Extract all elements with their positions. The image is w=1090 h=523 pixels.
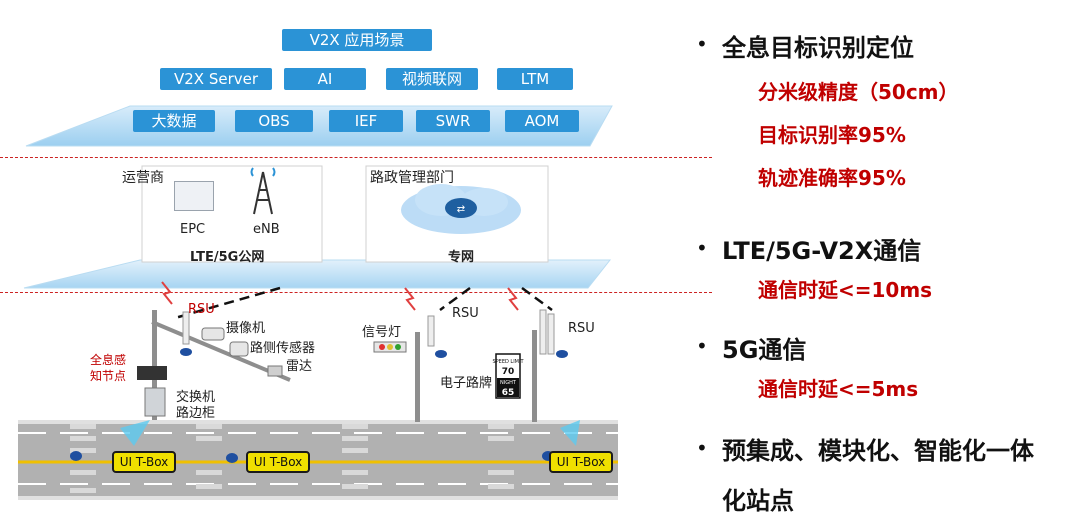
- bullet-sub-1-2: 目标识别率95%: [758, 123, 906, 147]
- bullet-dot-3: •: [696, 334, 708, 358]
- video-network-button[interactable]: 视频联网: [386, 68, 478, 90]
- cabinet-label: 路边柜: [176, 406, 216, 421]
- speed-sign-top-text: SPEED LIMIT: [492, 359, 524, 365]
- enb-label: eNB: [253, 222, 280, 237]
- private-net-label: 专网: [448, 250, 475, 265]
- camera-label: 摄像机: [226, 321, 266, 336]
- aom-button[interactable]: AOM: [505, 110, 579, 132]
- bigdata-button[interactable]: 大数据: [133, 110, 215, 132]
- operator-label: 运营商: [122, 170, 164, 186]
- bullet-sub-1-3: 轨迹准确率95%: [758, 166, 906, 190]
- holo-node-label: 全息感 知节点: [90, 353, 127, 383]
- bullet-dot-1: •: [696, 32, 708, 56]
- svg-text:⇄: ⇄: [457, 204, 465, 215]
- bullet-dot-2: •: [696, 236, 708, 260]
- bullet-dot-4: •: [696, 436, 708, 460]
- v2x-scenario-button[interactable]: V2X 应用场景: [282, 29, 432, 51]
- v2x-server-button[interactable]: V2X Server: [160, 68, 272, 90]
- road-scene: SPEED LIMIT 70 NIGHT 65: [18, 281, 618, 500]
- night-text: NIGHT: [500, 380, 517, 386]
- bullet-title-4: 预集成、模块化、智能化一体: [722, 437, 1034, 465]
- tbox-1[interactable]: UI T-Box: [112, 451, 176, 473]
- obs-button[interactable]: OBS: [235, 110, 313, 132]
- e-sign-label: 电子路牌: [440, 376, 493, 391]
- enb-tower-icon: [250, 167, 276, 215]
- bullet-sub-1-1: 分米级精度（50cm）: [758, 80, 959, 104]
- roadside-sensor-label: 路侧传感器: [250, 341, 316, 356]
- architecture-diagram: V2X 应用场景 V2X Server AI 视频联网 LTM 大数据 OBS …: [0, 29, 712, 500]
- ief-button[interactable]: IEF: [329, 110, 403, 132]
- rsu3-label: RSU: [568, 321, 595, 336]
- swr-button[interactable]: SWR: [416, 110, 490, 132]
- private-cloud-icon: ⇄: [401, 184, 521, 234]
- road-dept-label: 路政管理部门: [370, 170, 454, 186]
- tbox-2[interactable]: UI T-Box: [246, 451, 310, 473]
- ai-button[interactable]: AI: [284, 68, 366, 90]
- epc-device-icon: [174, 181, 214, 211]
- epc-label: EPC: [180, 222, 206, 237]
- ltm-button[interactable]: LTM: [497, 68, 573, 90]
- tbox-3[interactable]: UI T-Box: [549, 451, 613, 473]
- bullet-sub-2-1: 通信时延<=10ms: [758, 278, 933, 302]
- night-value-text: 65: [502, 388, 515, 398]
- public-net-label: LTE/5G公网: [190, 250, 265, 265]
- speed-value-text: 70: [502, 367, 515, 377]
- bullet-sub-3-1: 通信时延<=5ms: [758, 377, 919, 401]
- rsu2-label: RSU: [452, 306, 479, 321]
- features-panel: • 全息目标识别定位 分米级精度（50cm） 目标识别率95% 轨迹准确率95%…: [690, 0, 1090, 523]
- divider-top: [0, 157, 712, 158]
- radar-label: 雷达: [286, 359, 313, 374]
- bullet-title-1: 全息目标识别定位: [722, 34, 914, 62]
- rsu1-label: RSU: [188, 302, 215, 317]
- bullet-title-2: LTE/5G-V2X通信: [722, 237, 922, 265]
- bullet-title-3: 5G通信: [722, 336, 807, 364]
- bullet-title-4-cont: 化站点: [722, 487, 794, 515]
- signal-light-label: 信号灯: [362, 325, 402, 340]
- divider-bottom: [0, 292, 712, 293]
- switch-label: 交换机: [176, 390, 216, 405]
